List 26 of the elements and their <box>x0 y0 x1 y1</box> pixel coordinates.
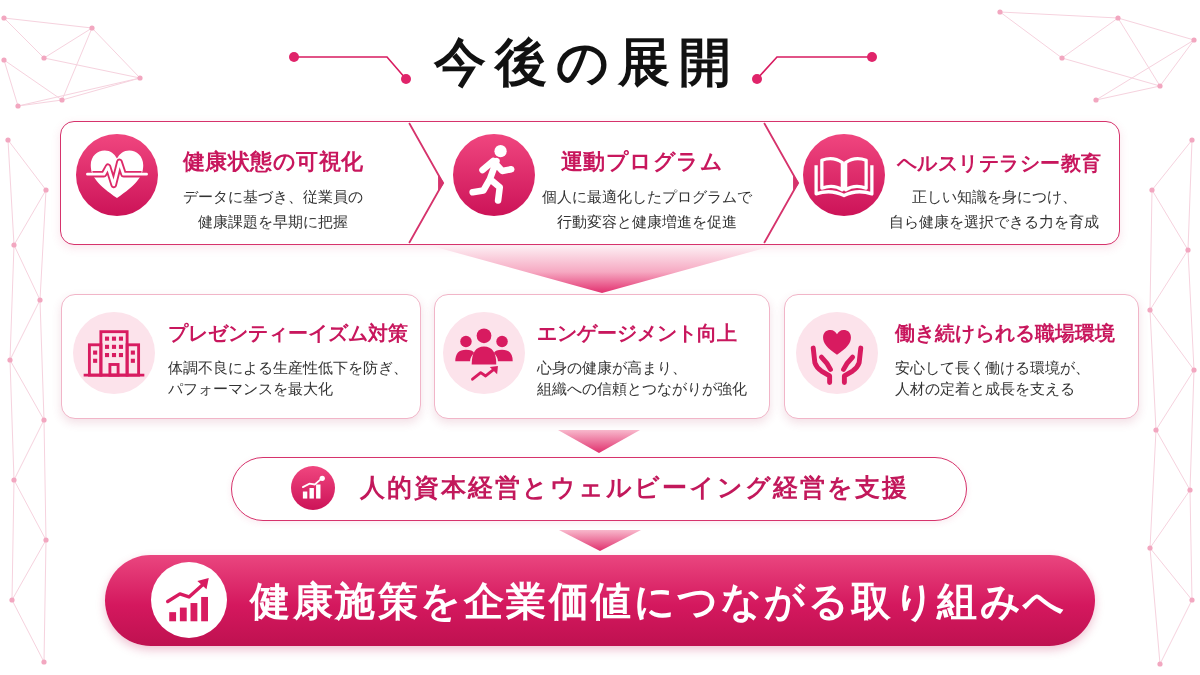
statement-text: 人的資本経営とウェルビーイング経営を支援 <box>360 472 910 505</box>
info-card <box>784 294 1139 419</box>
card-heading: エンゲージメント向上 <box>536 319 737 346</box>
banner <box>105 555 1095 646</box>
step-heading: 運動プログラム <box>560 148 724 177</box>
step-description: 正しい知識を身につけ、自ら健康を選択できる力を育成 <box>888 187 1101 232</box>
down-arrow <box>558 430 640 453</box>
step-heading: ヘルスリテラシー教育 <box>896 150 1102 178</box>
card-description: 体調不良による生産性低下を防ぎ、パフォーマンスを最大化 <box>167 358 409 399</box>
card-description: 安心して長く働ける環境が、人材の定着と成長を支える <box>894 358 1091 399</box>
card-description: 心身の健康が高まり、組織への信頼とつながりが強化 <box>536 358 748 399</box>
card-heading: 働き続けられる職場環境 <box>894 319 1115 346</box>
chevron-arrow <box>763 122 800 244</box>
down-arrow <box>432 246 772 293</box>
step-heading: 健康状態の可視化 <box>182 148 364 177</box>
step-description: 個人に最適化したプログラムで行動変容と健康増進を促進 <box>541 187 754 232</box>
headline-text: 健康施策を企業価値につながる取り組みへ <box>250 577 1067 626</box>
chevron-arrow <box>408 122 445 244</box>
process-band <box>60 121 1120 245</box>
info-card <box>434 294 770 419</box>
card-heading: プレゼンティーイズム対策 <box>167 319 408 346</box>
info-card <box>61 294 421 419</box>
pill-banner <box>231 457 967 521</box>
down-arrow <box>559 530 641 551</box>
title: 今後の展開 <box>434 31 740 94</box>
step-description: データに基づき、従業員の健康課題を早期に把握 <box>182 187 365 232</box>
